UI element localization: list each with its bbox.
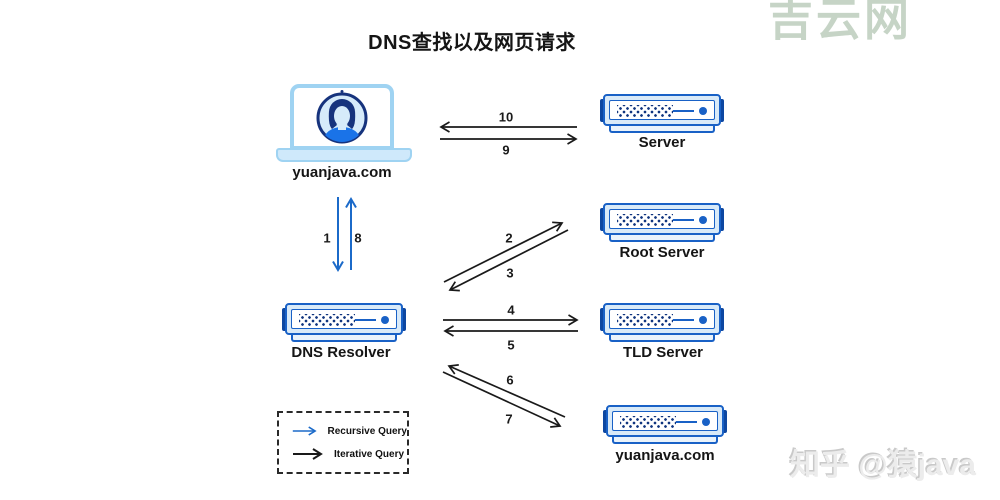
- root-server-label: Root Server: [619, 244, 705, 261]
- step-2-label: 2: [503, 230, 515, 246]
- legend-recursive-label: Recursive Query: [327, 425, 408, 437]
- server-panel: [609, 309, 715, 329]
- server-led: [699, 316, 707, 324]
- legend-recursive-row: Recursive Query: [292, 424, 407, 438]
- server-led: [381, 316, 389, 324]
- server-body: [603, 303, 721, 335]
- step-10-label: 10: [496, 109, 516, 125]
- watermark-top: 吉云网: [768, 0, 913, 45]
- watermark-bottom: 知乎 @猿java: [790, 449, 976, 482]
- arrow-step-3: [448, 229, 569, 292]
- legend-iterative-label: Iterative Query: [334, 448, 405, 460]
- iterative-arrow-icon: [293, 448, 323, 460]
- server-stand: [291, 335, 397, 342]
- laptop-screen: [290, 84, 394, 150]
- user-avatar-icon: [316, 92, 368, 144]
- server-icon: [282, 303, 406, 343]
- laptop-camera-dot: [340, 90, 344, 93]
- step-5-label: 5: [505, 337, 517, 353]
- laptop-user-icon: [276, 84, 412, 162]
- server-body: [285, 303, 403, 335]
- recursive-arrow-icon: [292, 426, 317, 436]
- server-led: [699, 216, 707, 224]
- server-stand: [609, 126, 715, 133]
- server-icon: [603, 405, 727, 445]
- server-stand: [609, 235, 715, 242]
- server-panel: [609, 100, 715, 120]
- arrow-step-7: [442, 371, 562, 428]
- server-panel: [612, 411, 718, 431]
- server-slot: [673, 110, 694, 112]
- step-7-label: 7: [503, 411, 515, 427]
- server-led: [702, 418, 710, 426]
- server-stand: [612, 437, 718, 444]
- server-vents: [617, 314, 673, 326]
- step-9-label: 9: [500, 142, 512, 158]
- server-vents: [620, 416, 676, 428]
- server-body: [606, 405, 724, 437]
- dns-resolver-label: DNS Resolver: [291, 344, 391, 361]
- arrow-step-2: [443, 221, 564, 283]
- server-stand: [609, 335, 715, 342]
- arrow-step-6: [447, 363, 566, 418]
- step-8-label: 8: [352, 230, 364, 246]
- server-icon: [600, 303, 724, 343]
- page-title: DNS查找以及网页请求: [368, 32, 576, 54]
- step-1-label: 1: [321, 230, 333, 246]
- server-panel: [609, 209, 715, 229]
- auth-server-label: yuanjava.com: [615, 447, 715, 464]
- server-icon: [600, 203, 724, 243]
- server-slot: [676, 421, 697, 423]
- server-slot: [355, 319, 376, 321]
- server-icon: [600, 94, 724, 134]
- legend-box: Recursive Query Iterative Query: [277, 411, 409, 474]
- legend-iterative-row: Iterative Query: [292, 447, 407, 461]
- server-vents: [617, 105, 673, 117]
- step-4-label: 4: [505, 302, 517, 318]
- server-led: [699, 107, 707, 115]
- server-slot: [673, 319, 694, 321]
- step-6-label: 6: [504, 372, 516, 388]
- server-body: [603, 94, 721, 126]
- server-panel: [291, 309, 397, 329]
- server-vents: [299, 314, 355, 326]
- client-label: yuanjava.com: [292, 164, 392, 181]
- step-3-label: 3: [504, 265, 516, 281]
- web-server-label: Server: [638, 134, 686, 151]
- laptop-base: [276, 148, 412, 162]
- tld-server-label: TLD Server: [622, 344, 704, 361]
- server-body: [603, 203, 721, 235]
- server-slot: [673, 219, 694, 221]
- server-vents: [617, 214, 673, 226]
